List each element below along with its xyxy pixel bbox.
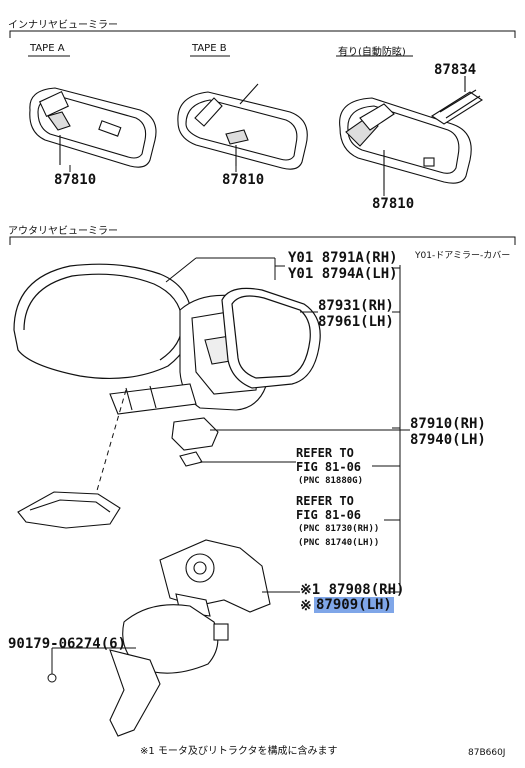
diagram-code: 87B660J: [468, 748, 506, 758]
exterior-mirror-glass: [221, 287, 321, 389]
refer-to-2: REFER TO: [296, 494, 354, 508]
part-motor-lh-highlighted[interactable]: 87909(LH): [314, 597, 394, 613]
auto-dimming-label: 有り(自動防眩): [338, 47, 406, 58]
refer-fig-2[interactable]: FIG 81-06: [296, 508, 362, 522]
refer-pnc-2b: (PNC 81740(LH)): [298, 538, 380, 548]
inner-mirror-tape-a: [29, 87, 157, 168]
retractor-motor: [159, 539, 271, 617]
part-screw[interactable]: 90179-06274(6): [8, 636, 127, 652]
inner-mirror-auto-dimming: [339, 76, 484, 190]
refer-fig-1[interactable]: FIG 81-06: [296, 460, 362, 474]
part-motor-rh[interactable]: ※1 87908(RH): [300, 582, 405, 598]
part-cover-rh[interactable]: Y01 8791A(RH): [288, 250, 398, 266]
part-glass-lh[interactable]: 87961(LH): [318, 314, 394, 330]
tape-a-label: TAPE A: [30, 43, 65, 54]
interior-section-bracket: [9, 30, 516, 38]
footnote: ※1 モータ及びリトラクタを構成に含みます: [140, 746, 338, 757]
door-mirror-cover-note: Y01-ドアミラー-カバー: [415, 251, 511, 261]
exterior-mirror-cover: [13, 263, 193, 380]
refer-to-1: REFER TO: [296, 446, 354, 460]
part-87810-b[interactable]: 87810: [222, 172, 265, 188]
refer-pnc-2a: (PNC 81730(RH)): [298, 524, 380, 534]
turn-lamp: [171, 417, 219, 467]
puddle-lamp: [17, 491, 121, 529]
mirror-base: [109, 604, 229, 737]
part-body-lh[interactable]: 87940(LH): [410, 432, 486, 448]
exterior-section-bracket: [9, 236, 516, 245]
part-87810-c[interactable]: 87810: [372, 196, 415, 212]
tape-b-label: TAPE B: [192, 43, 227, 54]
part-body-rh[interactable]: 87910(RH): [410, 416, 486, 432]
part-cover-lh[interactable]: Y01 8794A(LH): [288, 266, 398, 282]
part-87810-a[interactable]: 87810: [54, 172, 97, 188]
refer-pnc-1: (PNC 81880G): [298, 476, 364, 486]
exterior-section-title: アウタリヤビューミラー: [8, 226, 118, 237]
interior-section-title: インナリヤビューミラー: [8, 20, 118, 31]
part-87834[interactable]: 87834: [434, 62, 477, 78]
leader-lines: [69, 165, 410, 593]
inner-mirror-tape-b: [177, 83, 308, 170]
part-glass-rh[interactable]: 87931(RH): [318, 298, 394, 314]
screw-icon: [47, 647, 136, 683]
motor-lh-mark: ※: [300, 598, 312, 614]
